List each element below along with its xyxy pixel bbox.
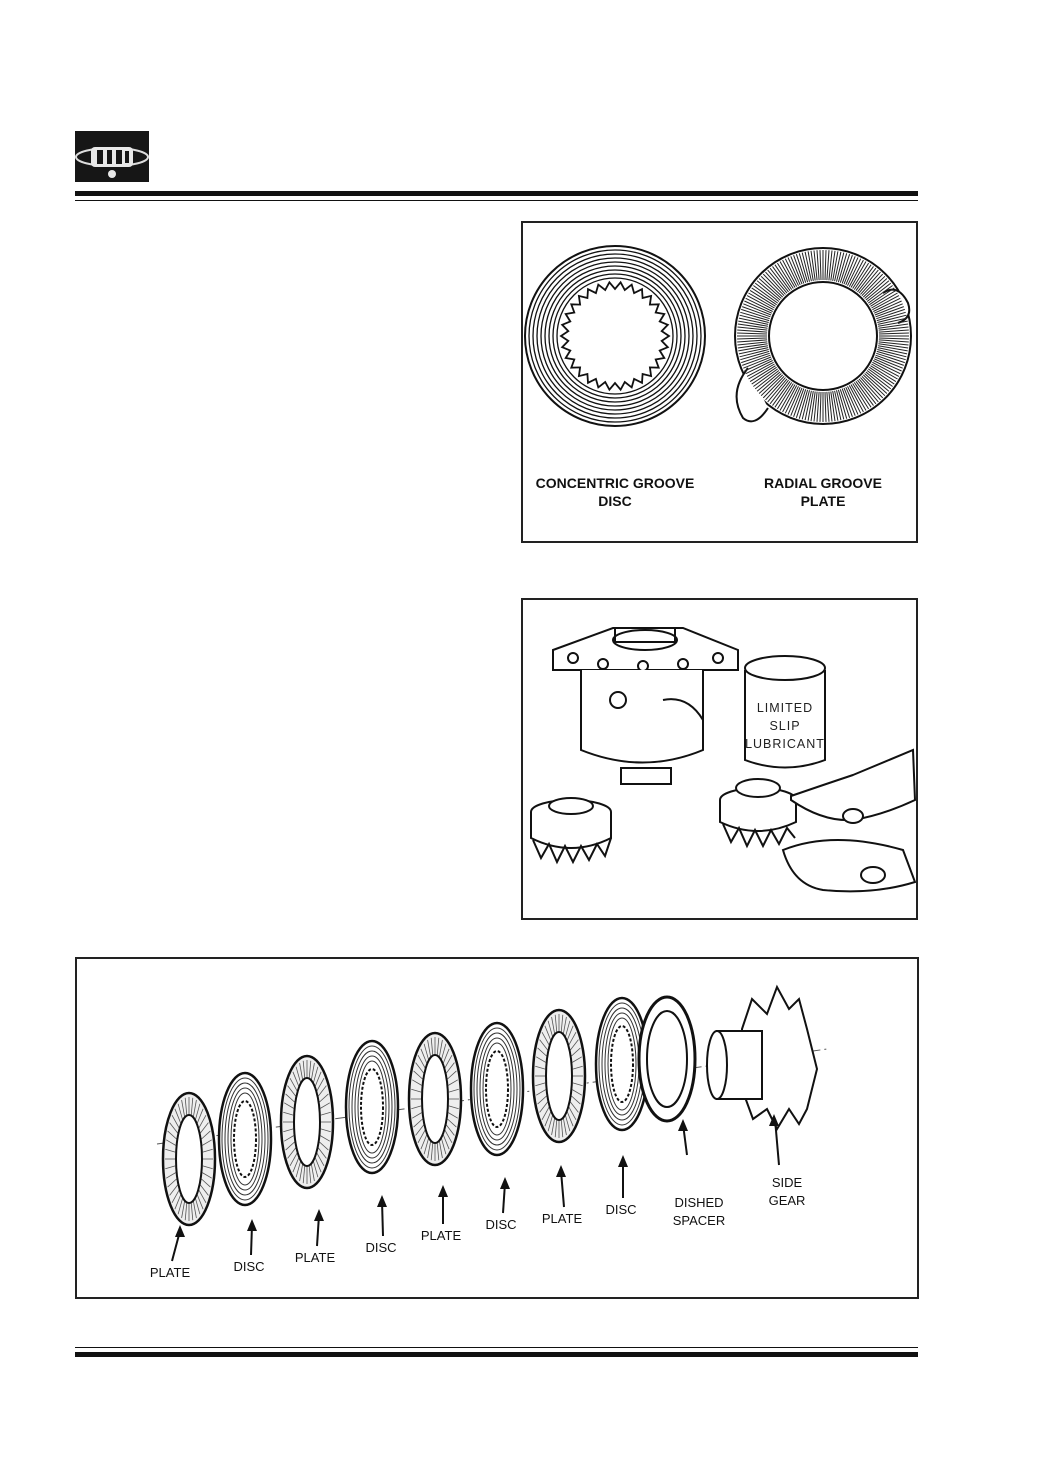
- radial-label-line1: RADIAL GROOVE: [764, 475, 882, 491]
- plate-label: PLATE: [542, 1211, 583, 1226]
- clutch-plate-drawing: [279, 1054, 335, 1190]
- dished-spacer-label-line2: SPACER: [673, 1213, 726, 1228]
- stack-label-arrow: [377, 1195, 387, 1237]
- clutch-disc-drawing: [469, 1021, 525, 1157]
- can-label-line2: SLIP: [769, 719, 800, 733]
- footer-rule-thin: [75, 1347, 918, 1348]
- disc-label: DISC: [485, 1217, 516, 1232]
- side-gear-left-drawing: [530, 797, 612, 865]
- disc-label: DISC: [605, 1202, 636, 1217]
- clutch-plate-drawing: [161, 1091, 217, 1227]
- concentric-groove-disc-drawing: [524, 245, 706, 427]
- disc-label: DISC: [233, 1259, 264, 1274]
- figure-lubricant-application: LIMITED SLIP LUBRICANT: [521, 598, 918, 920]
- side-gear-right-drawing: [719, 778, 797, 849]
- lubricant-can-drawing: LIMITED SLIP LUBRICANT: [744, 655, 826, 769]
- footer-rule-thick: [75, 1352, 918, 1357]
- radial-groove-plate-drawing: [734, 247, 912, 425]
- concentric-label-line1: CONCENTRIC GROOVE: [536, 475, 695, 491]
- side-gear-drawing: [706, 984, 819, 1132]
- clutch-plate-drawing: [407, 1031, 463, 1167]
- can-label-line3: LUBRICANT: [745, 737, 825, 751]
- clutch-plate-drawing: [531, 1008, 587, 1144]
- dished-spacer-label-line1: DISHED: [674, 1195, 723, 1210]
- side-gear-label: SIDE GEAR: [769, 1114, 806, 1208]
- plate-label: PLATE: [150, 1265, 191, 1280]
- stack-label-arrow: [500, 1177, 510, 1214]
- logo-emblem-icon: [75, 131, 149, 182]
- disc-label: DISC: [365, 1240, 396, 1255]
- groove-types-illustration: CONCENTRIC GROOVE DISC RADIAL GROOVE PLA…: [524, 245, 912, 509]
- hand-drawing: [781, 748, 916, 893]
- dished-spacer-label: DISHED SPACER: [673, 1119, 726, 1228]
- can-label-line1: LIMITED: [757, 701, 813, 715]
- concentric-label-line2: DISC: [598, 493, 631, 509]
- stack-label-arrow: [171, 1225, 185, 1262]
- figure-groove-types: CONCENTRIC GROOVE DISC RADIAL GROOVE PLA…: [521, 221, 918, 543]
- side-gear-label-line1: SIDE: [772, 1175, 803, 1190]
- dished-spacer-drawing: [637, 995, 697, 1123]
- stack-label-arrow: [618, 1155, 628, 1198]
- clutch-disc-drawing: [217, 1071, 273, 1207]
- clutch-stack-illustration: PLATE DISC PLATE DISC PLATE DISC PLATE DISC DIS…: [150, 984, 828, 1280]
- stack-label-arrow: [314, 1209, 324, 1247]
- radial-label-line2: PLATE: [801, 493, 846, 509]
- clutch-disc-drawing: [344, 1039, 400, 1175]
- stack-label-arrow: [556, 1165, 566, 1208]
- header-rule-thick: [75, 191, 918, 196]
- lubricant-illustration: LIMITED SLIP LUBRICANT: [530, 627, 916, 893]
- manufacturer-logo: [75, 131, 149, 182]
- plate-label: PLATE: [295, 1250, 336, 1265]
- figure-clutch-stack-order: PLATE DISC PLATE DISC PLATE DISC PLATE DISC DIS…: [75, 957, 919, 1299]
- stack-label-arrow: [438, 1185, 448, 1224]
- header-rule-thin: [75, 200, 918, 201]
- differential-case-drawing: [552, 627, 739, 785]
- stack-label-arrow: [247, 1219, 257, 1256]
- plate-label: PLATE: [421, 1228, 462, 1243]
- clutch-disc-drawing: [594, 996, 650, 1132]
- side-gear-label-line2: GEAR: [769, 1193, 806, 1208]
